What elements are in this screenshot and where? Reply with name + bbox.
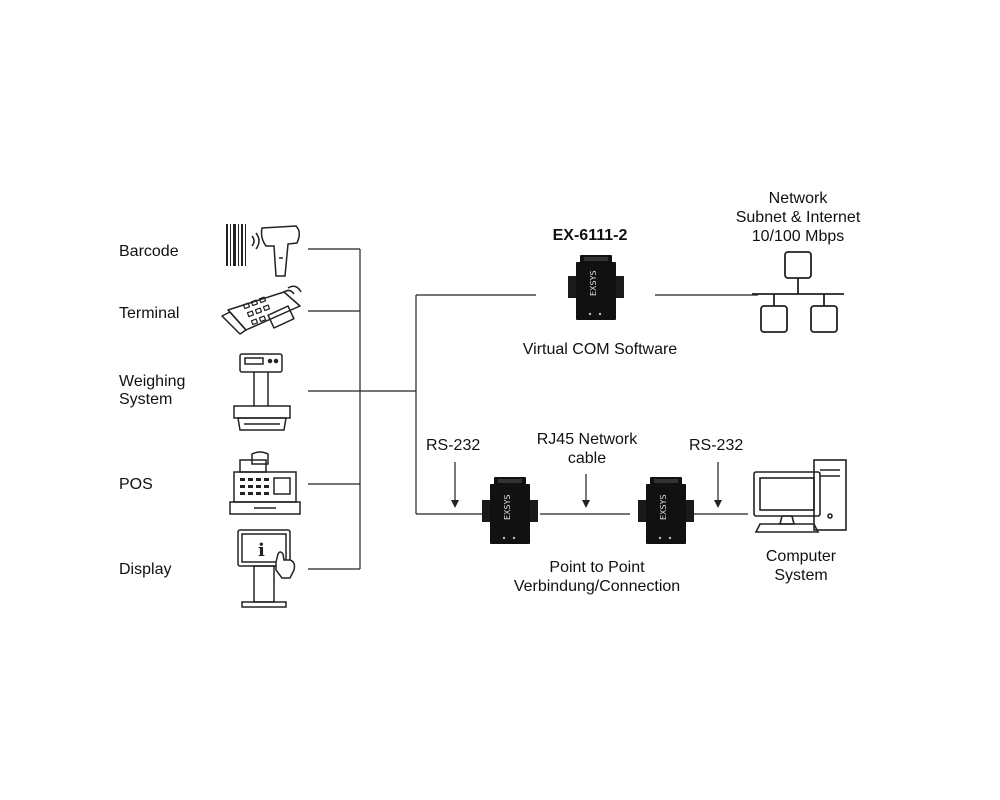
signal-arrows: [451, 462, 722, 508]
network-label-line2: Subnet & Internet: [735, 209, 861, 226]
server-software-label: Virtual COM Software: [522, 341, 678, 358]
rj45-label-line2: cable: [567, 450, 607, 467]
barcode-scanner-icon: [226, 224, 300, 277]
device-label-pos: POS: [119, 476, 153, 493]
device-p2p-right: EXSYS: [638, 477, 694, 544]
network-topology-icon: [752, 251, 844, 333]
cash-register-icon: [229, 451, 301, 515]
payment-terminal-icon: [221, 285, 302, 335]
computer-label-line2: System: [774, 567, 828, 584]
computer-label-line1: Computer: [765, 548, 837, 565]
server-model-label: EX-6111-2: [552, 227, 628, 244]
weighing-scale-icon: [233, 353, 291, 431]
device-label-weighing-line1: Weighing: [119, 373, 186, 390]
svg-text:EXSYS: EXSYS: [659, 494, 668, 520]
rs232-right-label: RS-232: [689, 437, 744, 454]
device-p2p-left: EXSYS: [482, 477, 538, 544]
device-label-terminal: Terminal: [119, 305, 180, 322]
network-label-line1: Network: [768, 190, 828, 207]
rs232-left-label: RS-232: [426, 437, 481, 454]
svg-text:EXSYS: EXSYS: [503, 494, 512, 520]
device-server-ex6111: EXSYS: [568, 255, 624, 320]
p2p-label-line2: Verbindung/Connection: [513, 578, 681, 595]
device-label-display: Display: [119, 561, 172, 578]
info-kiosk-icon: i: [237, 529, 296, 608]
svg-text:EXSYS: EXSYS: [589, 270, 598, 296]
device-label-barcode: Barcode: [119, 243, 179, 260]
device-bus-lines: [308, 248, 758, 570]
device-label-weighing-line2: System: [119, 391, 173, 408]
svg-text:i: i: [258, 540, 265, 561]
computer-icon: [753, 459, 847, 533]
network-label-line3: 10/100 Mbps: [751, 228, 845, 245]
rj45-label-line1: RJ45 Network: [536, 431, 638, 448]
p2p-label-line1: Point to Point: [549, 559, 645, 576]
